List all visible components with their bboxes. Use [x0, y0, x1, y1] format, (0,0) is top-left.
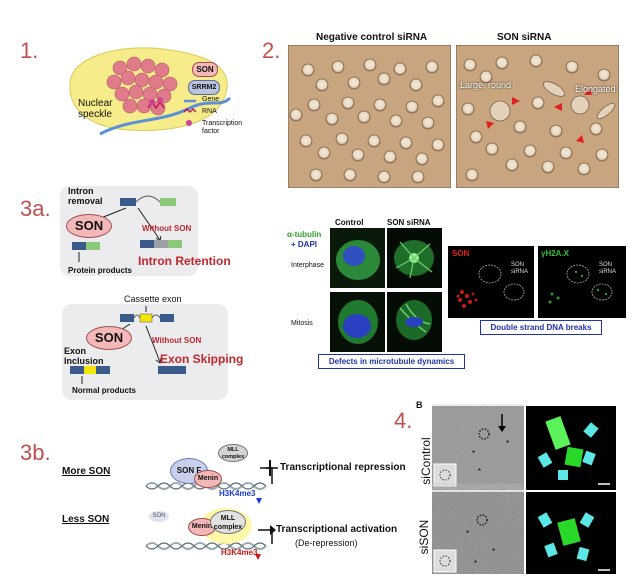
negative-control-title: Negative control siRNA [316, 32, 428, 43]
h3k4me3-label-bottom: H3K4me3 [221, 548, 258, 557]
transcription-schematic [145, 460, 278, 560]
large-round-annotation: Large, round [460, 80, 512, 90]
sicontrol-label: siControl [419, 437, 433, 485]
panel-number-3b: 3b. [20, 440, 51, 465]
free-son-oval: SON [149, 511, 169, 522]
microtubule-caption: Defects in microtubule dynamics [318, 354, 465, 369]
son-protein-oval: SON [192, 62, 218, 77]
sicontrol-label-wrap: siControl [412, 428, 434, 492]
gamma-h2ax-label: γH2A.X [541, 249, 570, 258]
interphase-label: Interphase [291, 262, 325, 269]
mll-complex-oval-top: MLL complex [218, 444, 248, 462]
alpha-tubulin-label: α-tubulin [287, 230, 322, 239]
dapi-label: + DAPI [291, 240, 318, 249]
son-sirna-title: SON siRNA [497, 32, 552, 43]
arrow-to-retention [137, 207, 161, 241]
mitosis-label: Mitosis [291, 320, 313, 327]
svg-text:*: * [478, 467, 481, 476]
electron-micrographs: *** *** [432, 406, 524, 574]
transcriptional-repression-label: Transcriptional repression [280, 462, 406, 473]
panel-4-letter: B [416, 400, 423, 410]
centriole-3d-renderings [526, 406, 616, 574]
protein-products-label: Protein products [68, 266, 133, 275]
mll-complex-oval-bottom: MLL complex [210, 510, 246, 534]
svg-text:*: * [492, 547, 495, 556]
exon-inclusion-label: Exon Inclusion [64, 346, 104, 366]
control-column-label: Control [335, 218, 364, 227]
less-son-label: Less SON [62, 514, 110, 525]
exon-skipping-schematic [70, 306, 186, 384]
son-oval-exon: SON [86, 326, 132, 350]
menin-oval-top: Menin [194, 470, 222, 488]
panel-number-3a: 3a. [20, 196, 51, 221]
centriole-arrow-icon [498, 426, 506, 432]
activation-arrow-icon [270, 525, 276, 535]
son-sirna-column-label: SON siRNA [387, 218, 431, 227]
svg-text:*: * [474, 559, 477, 568]
intron-retention-label: Intron Retention [138, 254, 231, 268]
svg-text:*: * [466, 529, 469, 538]
son-sirna-cell-label-2: SON siRNA [599, 262, 617, 275]
h3k4me3-up-arrow-icon [255, 554, 261, 560]
microtubule-micrographs [330, 228, 442, 352]
normal-products-label: Normal products [72, 386, 137, 395]
svg-text:*: * [506, 439, 509, 448]
legend-rna: RNA [202, 108, 217, 115]
transcriptional-activation-label: Transcriptional activation [276, 524, 398, 535]
svg-text:*: * [472, 449, 475, 458]
cassette-exon-label: Cassette exon [124, 294, 182, 304]
legend-transcription-factor: Transcription factor [202, 120, 243, 135]
son-stain-label: SON [452, 249, 470, 258]
sison-label-wrap: siSON [412, 500, 434, 572]
elongated-annotation: Elongated [575, 84, 616, 94]
dna-breaks-micrographs [448, 246, 626, 318]
nuclear-speckle-label: Nuclear speckle [78, 98, 113, 120]
without-son-label-2: Without SON [152, 336, 202, 345]
intron-removal-label: Intron removal [68, 186, 103, 206]
panel-number-1: 1. [20, 38, 39, 63]
son-sirna-micrograph [456, 45, 619, 188]
without-son-label-1: Without SON [142, 224, 192, 233]
panel-number-2: 2. [262, 38, 281, 63]
legend-gene: Gene [202, 96, 220, 103]
srrm2-protein-oval: SRRM2 [188, 80, 220, 95]
son-sirna-cell-label-1: SON siRNA [511, 262, 529, 275]
panel-number-4: 4. [394, 408, 413, 433]
centriole-bottom [537, 512, 595, 562]
h3k4me3-down-arrow-icon [256, 498, 262, 504]
exon-skipping-label: Exon Skipping [160, 352, 244, 366]
negative-control-micrograph [288, 45, 451, 188]
de-repression-label: (De-repression) [295, 538, 358, 548]
son-oval-intron: SON [66, 214, 112, 238]
more-son-label: More SON [62, 466, 111, 477]
sison-label: siSON [417, 519, 431, 555]
centriole-top [537, 416, 599, 480]
rna-legend-icon [183, 108, 197, 113]
transcription-factor-legend-icon [186, 120, 192, 126]
legend-icons [183, 99, 197, 126]
h3k4me3-label-top: H3K4me3 [219, 489, 256, 498]
dna-breaks-caption: Double strand DNA breaks [480, 320, 602, 335]
